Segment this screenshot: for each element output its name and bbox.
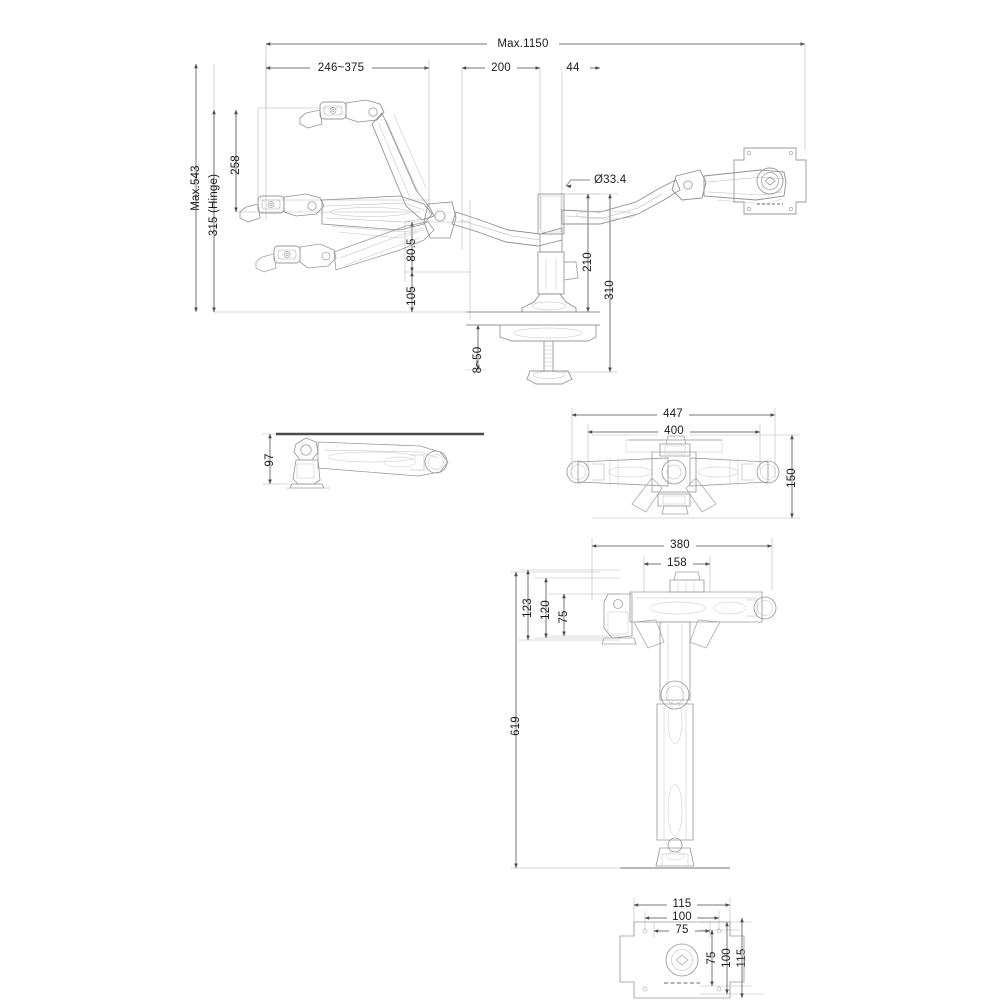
right-arm-and-pole (451, 169, 787, 385)
dim-label-258: 258 (230, 155, 242, 175)
dim-label-max-543: Max.543 (190, 165, 202, 211)
dim-97: 97 (264, 433, 276, 484)
view-main-side-elevation: Max.1150 246~375 200 44 Max.543 315 (Hin… (190, 34, 807, 385)
view-front-elevation: 380 158 123 120 75 619 (510, 537, 777, 869)
dim-label-120: 120 (540, 600, 552, 620)
view-vesa-plate-detail: 115 100 75 75 100 115 (619, 896, 764, 999)
dim-label-vesa-115-top: 115 (673, 898, 692, 910)
dim-label-158: 158 (667, 557, 687, 569)
dim-label-97: 97 (264, 453, 276, 466)
dim-label-210: 210 (582, 252, 594, 272)
view-top-plan: 447 400 150 (566, 405, 800, 519)
dim-vesa-100-right: 100 (721, 921, 733, 994)
dim-max-1150: Max.1150 (265, 34, 805, 50)
dim-label-vesa-100-top: 100 (672, 911, 692, 923)
dim-75-front: 75 (558, 593, 570, 636)
dim-vesa-115-top: 115 (633, 896, 730, 910)
dim-label-619: 619 (510, 716, 522, 736)
dim-label-vesa-75-top: 75 (675, 924, 688, 936)
tilt-arm-geometry (286, 437, 449, 489)
dim-label-123: 123 (522, 598, 534, 618)
extension-lines-vesa (633, 898, 764, 995)
dim-label-200: 200 (491, 62, 511, 74)
dim-label-105: 105 (406, 286, 418, 306)
arm-position-raised (299, 99, 435, 221)
dim-258: 258 (230, 109, 242, 212)
dim-label-max-1150: Max.1150 (497, 38, 548, 50)
extension-lines-main (213, 44, 806, 373)
dim-vesa-75-top: 75 (653, 922, 710, 936)
dim-max-543: Max.543 (190, 63, 202, 312)
dim-pole-diameter: Ø33.4 (565, 174, 627, 189)
dim-619: 619 (510, 571, 522, 868)
dim-8-50: 8~50 (472, 324, 484, 374)
vesa-plate-geometry (619, 921, 745, 999)
dim-380: 380 (591, 537, 772, 551)
dim-label-dia-33-4: Ø33.4 (594, 174, 627, 186)
dim-label-380: 380 (670, 539, 690, 551)
dim-label-315-hinge: 315 (Hinge) (208, 174, 220, 236)
dim-315-hinge: 315 (Hinge) (208, 109, 220, 312)
dim-310: 310 (604, 193, 616, 372)
dim-label-246-375: 246~375 (318, 62, 365, 74)
arm-position-lowered (255, 221, 435, 273)
view-tilt-side: 97 (262, 432, 484, 489)
dim-447: 447 (571, 405, 775, 420)
dim-vesa-100-top: 100 (644, 909, 719, 923)
dim-400: 400 (587, 422, 760, 437)
dim-123: 123 (522, 569, 534, 640)
dim-vesa-75-right: 75 (706, 929, 718, 986)
dim-label-150: 150 (786, 468, 798, 488)
dim-label-8-50: 8~50 (472, 347, 484, 374)
dim-150: 150 (786, 434, 798, 518)
dim-row-horizontal-segments: 246~375 200 44 (265, 59, 600, 74)
dim-label-80-5: 80.5 (406, 238, 418, 261)
vesa-plate-main-view (733, 147, 807, 215)
dim-label-vesa-75-right: 75 (706, 951, 718, 964)
extension-lines-front (510, 538, 773, 869)
dim-210: 210 (582, 193, 594, 312)
dim-label-400: 400 (664, 425, 684, 437)
arm-position-middle (239, 193, 457, 239)
dim-label-vesa-115-right: 115 (736, 949, 748, 968)
dim-158: 158 (643, 555, 710, 569)
dim-120: 120 (540, 577, 552, 638)
front-arm-and-pole-geometry (601, 571, 777, 869)
dim-vesa-115-right: 115 (736, 917, 748, 998)
top-plan-geometry (566, 435, 780, 515)
dim-label-44: 44 (566, 62, 580, 74)
dim-label-75-front: 75 (558, 610, 570, 623)
dim-label-310: 310 (604, 280, 616, 300)
dim-105: 105 (406, 271, 418, 312)
dim-label-vesa-100-right: 100 (721, 948, 733, 968)
dim-label-447: 447 (663, 408, 683, 420)
